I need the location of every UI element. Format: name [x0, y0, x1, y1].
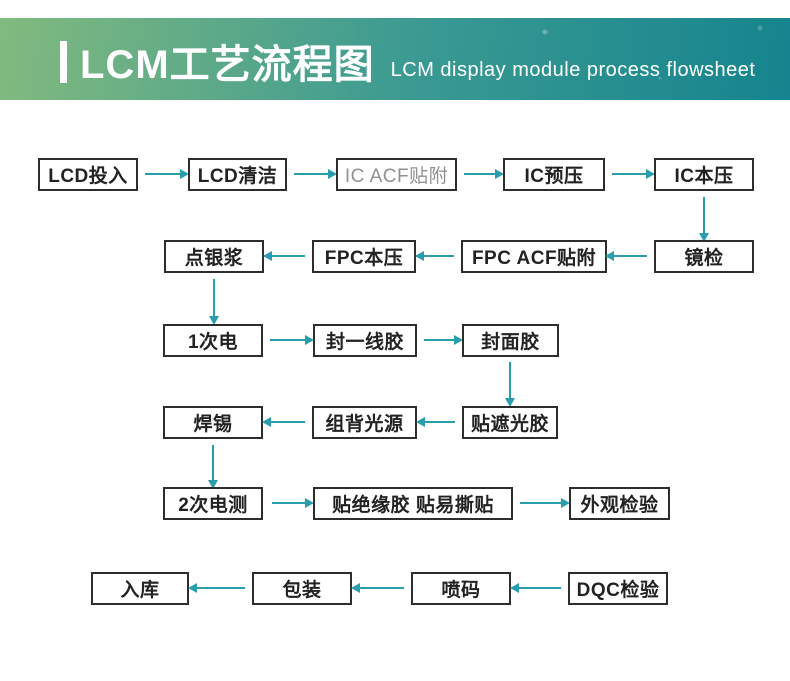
arrow-down	[209, 279, 219, 325]
arrow-right	[612, 169, 655, 179]
arrow-left	[263, 251, 305, 261]
page-subtitle: LCM display module process flowsheet	[390, 59, 756, 81]
node-lcd-input: LCD投入	[38, 158, 138, 191]
node-warehousing: 入库	[91, 572, 189, 605]
arrow-right	[272, 498, 314, 508]
node-insulation-tear-sticker: 贴绝缘胶 贴易撕贴	[313, 487, 513, 520]
node-fpc-acf-attach: FPC ACF贴附	[461, 240, 607, 273]
node-packing: 包装	[252, 572, 352, 605]
arrow-right	[294, 169, 337, 179]
node-ic-mainpress: IC本压	[654, 158, 754, 191]
header-band: LCM工艺流程图 LCM display module process flow…	[0, 18, 790, 100]
node-soldering: 焊锡	[163, 406, 263, 439]
arrow-right	[464, 169, 504, 179]
node-mirror-inspect: 镜检	[654, 240, 754, 273]
arrow-down	[208, 445, 218, 489]
arrow-left	[188, 583, 245, 593]
node-lcd-clean: LCD清洁	[188, 158, 287, 191]
arrow-down	[505, 362, 515, 407]
arrow-down	[699, 197, 709, 242]
node-visual-inspection: 外观检验	[569, 487, 670, 520]
arrow-left	[351, 583, 404, 593]
arrow-left	[510, 583, 561, 593]
node-fpc-mainpress: FPC本压	[312, 240, 416, 273]
node-backlight-assembly: 组背光源	[312, 406, 417, 439]
arrow-right	[145, 169, 189, 179]
arrow-left	[262, 417, 305, 427]
node-inkjet-coding: 喷码	[411, 572, 511, 605]
node-dqc-inspection: DQC检验	[568, 572, 668, 605]
page-title: LCM工艺流程图	[80, 43, 375, 87]
node-seal-face-glue: 封面胶	[462, 324, 559, 357]
node-first-electric: 1次电	[163, 324, 263, 357]
arrow-left	[605, 251, 647, 261]
arrow-right	[270, 335, 314, 345]
arrow-right	[520, 498, 570, 508]
node-seal-line-glue: 封一线胶	[313, 324, 417, 357]
node-shade-glue-attach: 贴遮光胶	[462, 406, 558, 439]
arrow-left	[416, 417, 455, 427]
node-silver-paste: 点银浆	[164, 240, 264, 273]
node-ic-prepress: IC预压	[503, 158, 605, 191]
title-accent-bar	[60, 41, 67, 83]
node-second-electric-test: 2次电测	[163, 487, 263, 520]
arrow-left	[415, 251, 454, 261]
arrow-right	[424, 335, 463, 345]
node-ic-acf-attach: IC ACF贴附	[336, 158, 457, 191]
